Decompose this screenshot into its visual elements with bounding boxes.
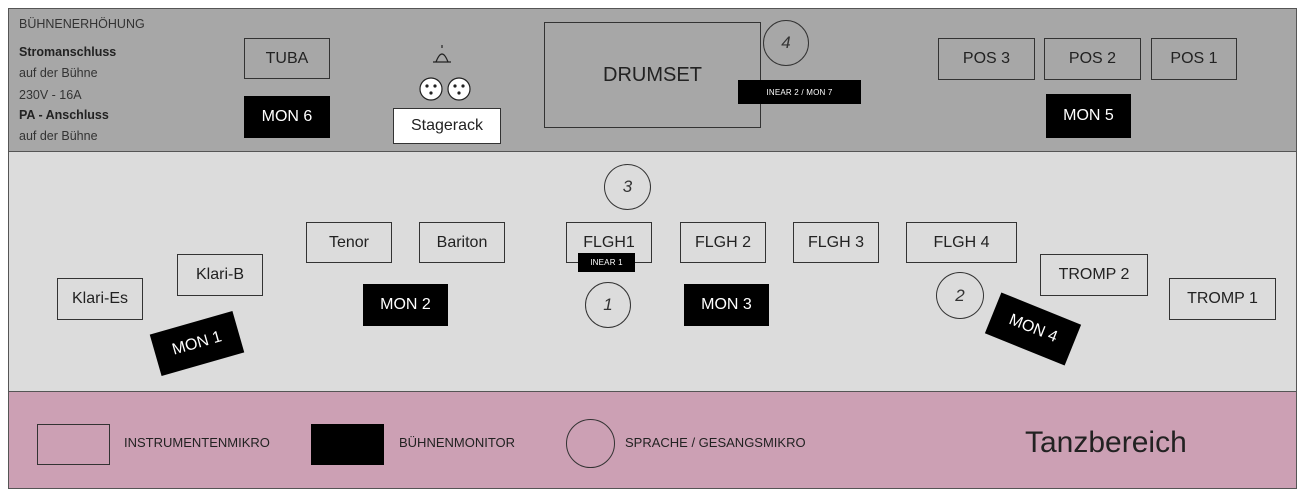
monitor-5: MON 5 <box>1046 94 1131 138</box>
tuba-instrument-mic: TUBA <box>244 38 330 79</box>
monitor-2: MON 2 <box>363 284 448 326</box>
inear-2-monitor-7: INEAR 2 / MON 7 <box>738 80 861 104</box>
dance-area-label: Tanzbereich <box>1025 426 1187 459</box>
xlr-connector-icon <box>447 77 471 101</box>
flgh-2-instrument-mic: FLGH 2 <box>680 222 766 263</box>
klari-es-instrument-mic: Klari-Es <box>57 278 143 320</box>
speech-mic-3: 3 <box>604 164 651 210</box>
pos-1-instrument-mic: POS 1 <box>1151 38 1237 80</box>
riser-title: BÜHNENERHÖHUNG <box>19 17 145 31</box>
flgh-3-instrument-mic: FLGH 3 <box>793 222 879 263</box>
xlr-connector-icon <box>419 77 443 101</box>
monitor-6: MON 6 <box>244 96 330 138</box>
legend-stage-monitor-label: BÜHNENMONITOR <box>399 435 516 450</box>
legend-stage-monitor-symbol <box>311 424 384 465</box>
power-connection-label: Stromanschluss <box>19 45 117 59</box>
antenna-icon <box>433 45 451 63</box>
pa-connection-label: PA - Anschluss <box>19 108 109 122</box>
monitor-3: MON 3 <box>684 284 769 326</box>
speech-mic-4: 4 <box>763 20 809 66</box>
pa-connection-location: auf der Bühne <box>19 129 98 143</box>
tromp-2-instrument-mic: TROMP 2 <box>1040 254 1148 296</box>
stagerack: Stagerack <box>393 108 501 144</box>
drumset: DRUMSET <box>544 22 761 128</box>
bariton-instrument-mic: Bariton <box>419 222 505 263</box>
tromp-1-instrument-mic: TROMP 1 <box>1169 278 1276 320</box>
legend-speech-mic-label: SPRACHE / GESANGSMIKRO <box>625 435 806 450</box>
legend-bar <box>8 392 1297 489</box>
legend-instrument-mic-label: INSTRUMENTENMIKRO <box>124 435 270 450</box>
tenor-instrument-mic: Tenor <box>306 222 392 263</box>
stagerack-connectors-icon <box>419 45 471 101</box>
pos-3-instrument-mic: POS 3 <box>938 38 1035 80</box>
pos-2-instrument-mic: POS 2 <box>1044 38 1141 80</box>
inear-1: INEAR 1 <box>578 253 635 272</box>
speech-mic-2: 2 <box>936 272 984 319</box>
flgh-4-instrument-mic: FLGH 4 <box>906 222 1017 263</box>
power-connection-location: auf der Bühne <box>19 66 98 80</box>
legend-instrument-mic-symbol <box>37 424 110 465</box>
power-connection-spec: 230V - 16A <box>19 88 82 102</box>
speech-mic-1: 1 <box>585 282 631 328</box>
klari-b-instrument-mic: Klari-B <box>177 254 263 296</box>
legend-speech-mic-symbol <box>566 419 615 468</box>
